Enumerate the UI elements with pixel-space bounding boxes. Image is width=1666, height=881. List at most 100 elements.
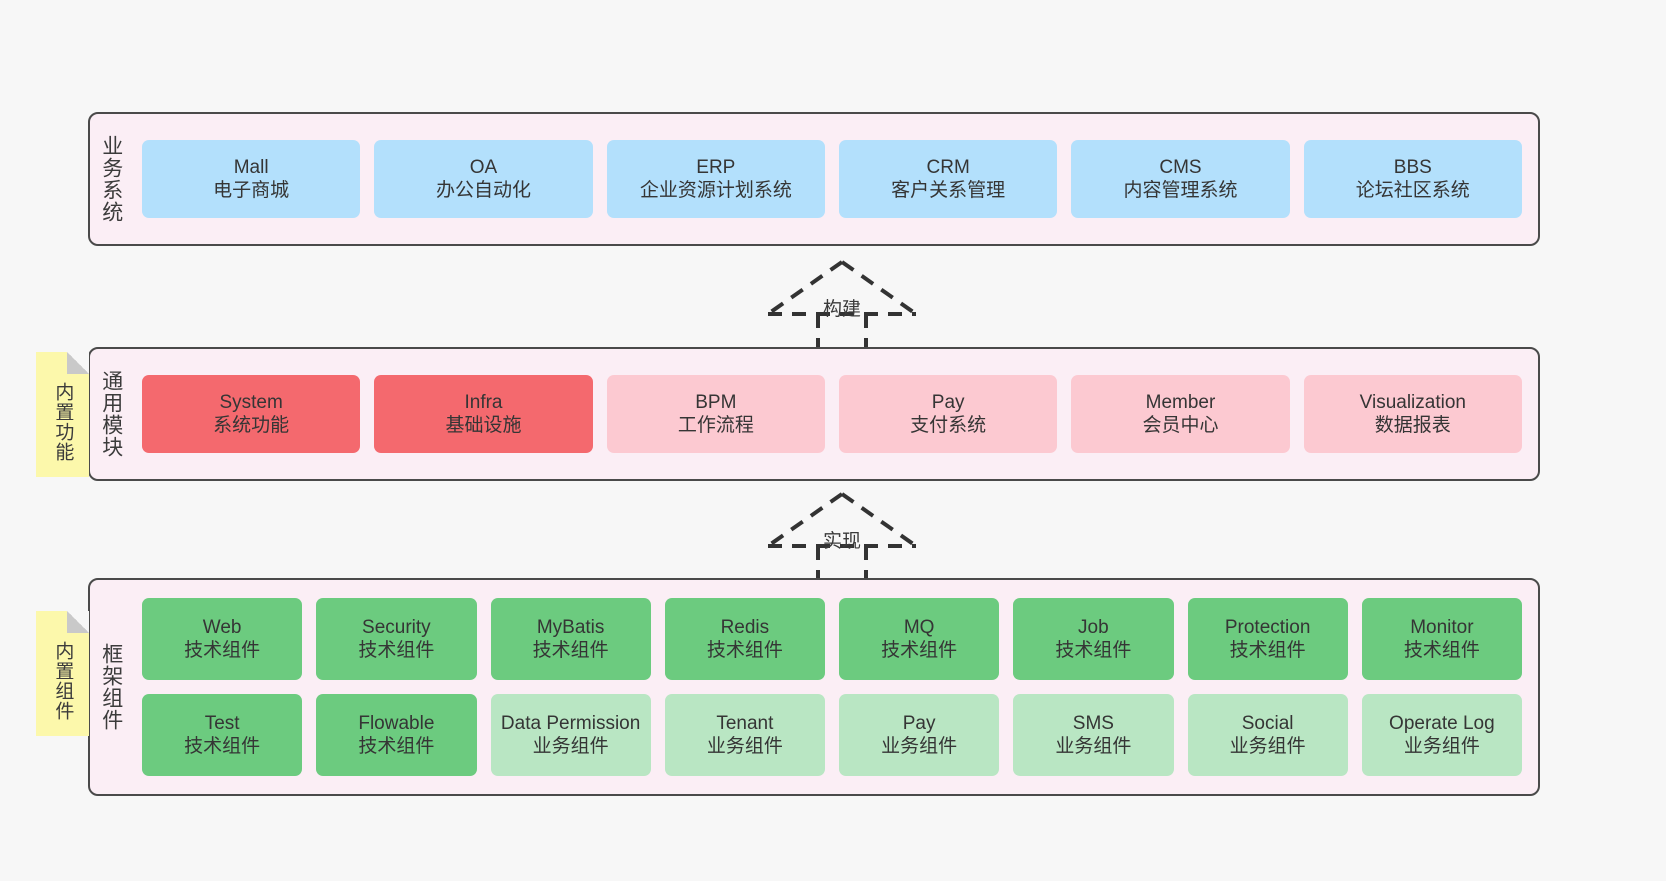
card-subtitle: 技术组件 xyxy=(706,640,783,661)
card-subtitle: 业务组件 xyxy=(706,736,783,757)
card-title: CMS xyxy=(1159,156,1202,178)
card-flowable[interactable]: Flowable 技术组件 xyxy=(316,694,477,776)
card-erp[interactable]: ERP 企业资源计划系统 xyxy=(606,140,825,218)
card-member[interactable]: Member 会员中心 xyxy=(1071,375,1290,453)
card-title: ERP xyxy=(696,156,736,178)
card-subtitle: 业务组件 xyxy=(1055,736,1132,757)
card-social[interactable]: Social 业务组件 xyxy=(1187,694,1348,776)
card-title: Web xyxy=(202,616,242,638)
card-crm[interactable]: CRM 客户关系管理 xyxy=(838,140,1058,218)
card-subtitle: 技术组件 xyxy=(881,640,958,661)
card-mall[interactable]: Mall 电子商城 xyxy=(142,140,361,218)
card-title: BPM xyxy=(695,391,737,413)
card-subtitle: 基础设施 xyxy=(445,415,522,436)
card-bpm[interactable]: BPM 工作流程 xyxy=(606,375,825,453)
layer-general-modules: 通用模块 System 系统功能 Infra 基础设施 BPM 工作流程 Pay… xyxy=(88,347,1540,481)
card-title: Mall xyxy=(233,156,269,178)
card-monitor[interactable]: Monitor 技术组件 xyxy=(1361,598,1522,680)
card-title: Member xyxy=(1145,391,1216,413)
card-mybatis[interactable]: MyBatis 技术组件 xyxy=(490,598,651,680)
card-subtitle: 内容管理系统 xyxy=(1123,180,1238,201)
card-subtitle: 业务组件 xyxy=(881,736,958,757)
card-oa[interactable]: OA 办公自动化 xyxy=(374,140,593,218)
card-subtitle: 技术组件 xyxy=(184,736,261,757)
card-title: Pay xyxy=(931,391,965,413)
card-subtitle: 技术组件 xyxy=(1403,640,1480,661)
card-title: Operate Log xyxy=(1389,712,1495,734)
card-visualization[interactable]: Visualization 数据报表 xyxy=(1303,375,1522,453)
card-subtitle: 技术组件 xyxy=(358,640,435,661)
card-title: Redis xyxy=(720,616,770,638)
card-subtitle: 业务组件 xyxy=(1229,736,1306,757)
card-title: Job xyxy=(1078,616,1109,638)
arrow-implement: 实现 xyxy=(752,490,932,590)
card-subtitle: 系统功能 xyxy=(213,415,290,436)
note-text: 内置组件 xyxy=(52,640,74,721)
card-title: Flowable xyxy=(358,712,435,734)
layer-title-business-system: 业务系统 xyxy=(99,135,123,223)
card-title: MyBatis xyxy=(536,616,605,638)
card-title: Data Permission xyxy=(500,712,641,734)
note-text: 内置功能 xyxy=(52,381,74,462)
card-subtitle: 电子商城 xyxy=(213,180,290,201)
card-subtitle: 客户关系管理 xyxy=(891,180,1006,201)
card-title: Test xyxy=(204,712,240,734)
card-subtitle: 技术组件 xyxy=(1229,640,1306,661)
card-subtitle: 数据报表 xyxy=(1374,415,1451,436)
card-subtitle: 业务组件 xyxy=(1403,736,1480,757)
card-cms[interactable]: CMS 内容管理系统 xyxy=(1071,140,1290,218)
card-test[interactable]: Test 技术组件 xyxy=(142,694,303,776)
card-subtitle: 技术组件 xyxy=(1055,640,1132,661)
card-infra[interactable]: Infra 基础设施 xyxy=(374,375,593,453)
card-data-permission[interactable]: Data Permission 业务组件 xyxy=(490,694,651,776)
card-subtitle: 支付系统 xyxy=(910,415,987,436)
card-title: Tenant xyxy=(716,712,774,734)
arrow-build: 构建 xyxy=(752,258,932,358)
card-row: Mall 电子商城 OA 办公自动化 ERP 企业资源计划系统 CRM 客户关系… xyxy=(142,140,1522,218)
card-pay[interactable]: Pay 支付系统 xyxy=(838,375,1058,453)
card-subtitle: 技术组件 xyxy=(532,640,609,661)
card-subtitle: 业务组件 xyxy=(532,736,609,757)
card-subtitle: 企业资源计划系统 xyxy=(639,180,792,201)
card-web[interactable]: Web 技术组件 xyxy=(142,598,303,680)
card-sms[interactable]: SMS 业务组件 xyxy=(1013,694,1174,776)
card-title: Pay xyxy=(902,712,936,734)
card-subtitle: 工作流程 xyxy=(677,415,754,436)
card-protection[interactable]: Protection 技术组件 xyxy=(1187,598,1348,680)
card-security[interactable]: Security 技术组件 xyxy=(316,598,477,680)
arrow-label-build: 构建 xyxy=(822,299,862,320)
card-operate-log[interactable]: Operate Log 业务组件 xyxy=(1361,694,1522,776)
card-title: Security xyxy=(362,616,431,638)
card-title: System xyxy=(219,391,283,413)
card-title: Protection xyxy=(1224,616,1311,638)
card-mq[interactable]: MQ 技术组件 xyxy=(839,598,1000,680)
note-builtin-function: 内置功能 xyxy=(36,352,89,477)
card-title: Social xyxy=(1241,712,1294,734)
layer-framework-components: 框架组件 Web 技术组件 Security 技术组件 MyBatis 技术组件… xyxy=(88,578,1540,796)
card-row: Test 技术组件 Flowable 技术组件 Data Permission … xyxy=(142,694,1522,776)
card-subtitle: 论坛社区系统 xyxy=(1355,180,1470,201)
card-title: CRM xyxy=(926,156,970,178)
layer-body-framework-components: Web 技术组件 Security 技术组件 MyBatis 技术组件 Redi… xyxy=(132,580,1538,794)
card-subtitle: 办公自动化 xyxy=(435,180,531,201)
card-title: Monitor xyxy=(1410,616,1474,638)
card-bbs[interactable]: BBS 论坛社区系统 xyxy=(1303,140,1522,218)
card-title: Infra xyxy=(464,391,503,413)
card-job[interactable]: Job 技术组件 xyxy=(1013,598,1174,680)
card-tenant[interactable]: Tenant 业务组件 xyxy=(664,694,825,776)
card-system[interactable]: System 系统功能 xyxy=(142,375,361,453)
card-subtitle: 技术组件 xyxy=(358,736,435,757)
arrow-label-implement: 实现 xyxy=(822,531,862,552)
layer-title-framework-components: 框架组件 xyxy=(99,643,123,731)
card-pay-component[interactable]: Pay 业务组件 xyxy=(839,694,1000,776)
card-redis[interactable]: Redis 技术组件 xyxy=(664,598,825,680)
card-title: OA xyxy=(469,156,498,178)
layer-body-business-system: Mall 电子商城 OA 办公自动化 ERP 企业资源计划系统 CRM 客户关系… xyxy=(132,114,1538,244)
layer-title-general-modules: 通用模块 xyxy=(99,370,123,458)
note-builtin-component: 内置组件 xyxy=(36,611,89,736)
layer-business-system: 业务系统 Mall 电子商城 OA 办公自动化 ERP 企业资源计划系统 CRM… xyxy=(88,112,1540,246)
card-title: BBS xyxy=(1393,156,1432,178)
layer-body-general-modules: System 系统功能 Infra 基础设施 BPM 工作流程 Pay 支付系统… xyxy=(132,349,1538,479)
card-title: SMS xyxy=(1072,712,1114,734)
